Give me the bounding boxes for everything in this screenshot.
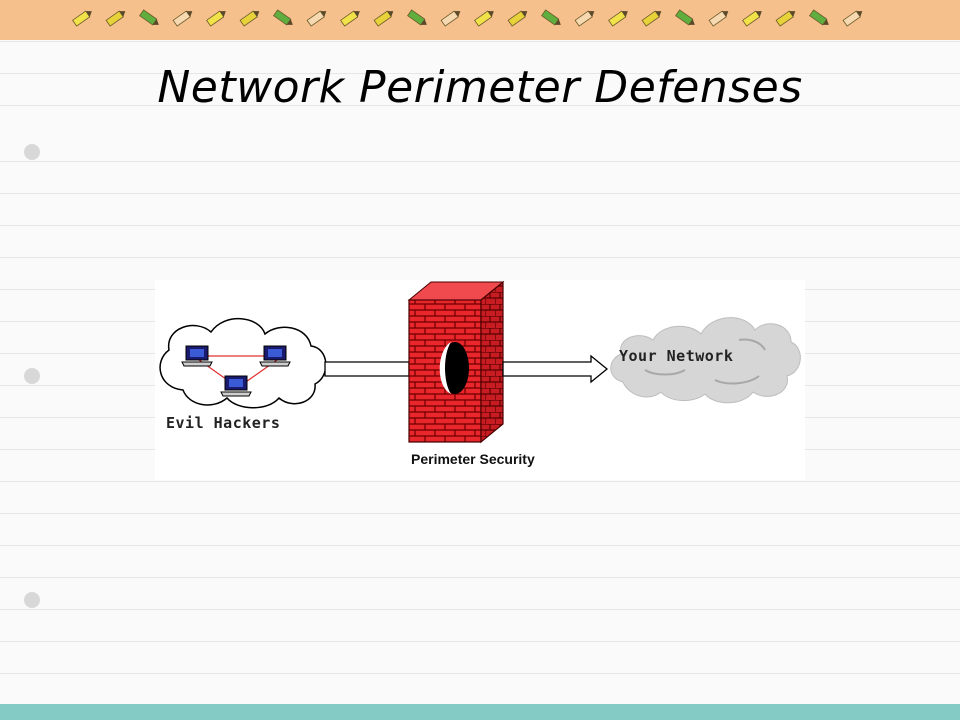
- slide-title: Network Perimeter Defenses: [157, 62, 803, 113]
- attack-arrow-icon: [324, 361, 410, 377]
- network-cloud-icon: [610, 317, 801, 404]
- laptop-icon: [181, 345, 213, 367]
- pencil-icon: [340, 10, 360, 27]
- top-banner: [0, 0, 960, 40]
- pencil-icon: [507, 10, 528, 27]
- pencil-icon: [608, 10, 628, 27]
- hackers-label: Evil Hackers: [166, 414, 280, 432]
- pencil-icon: [775, 10, 796, 27]
- pencil-icon: [742, 10, 762, 27]
- binder-hole-icon: [24, 592, 40, 608]
- pencil-icon: [574, 10, 595, 27]
- network-arrow-icon: [502, 354, 609, 384]
- pencil-icon: [72, 10, 92, 27]
- binder-hole-icon: [24, 144, 40, 160]
- network-diagram: Evil Hackers Perimeter Security Your Net…: [155, 280, 805, 480]
- firewall-label: Perimeter Security: [411, 451, 535, 467]
- pencil-row: [72, 9, 863, 27]
- binder-hole-icon: [24, 368, 40, 384]
- pencil-icon: [306, 10, 327, 27]
- pencil-icon: [809, 9, 829, 26]
- hackers-cloud-icon: [159, 317, 327, 409]
- pencil-icon: [842, 10, 863, 27]
- pencil-icon: [239, 10, 260, 27]
- pencil-icon: [541, 9, 561, 26]
- pencil-icon: [474, 10, 494, 27]
- pencil-icon: [273, 9, 293, 26]
- pencil-icon: [675, 9, 695, 26]
- firewall-icon: [407, 280, 505, 444]
- laptop-icon: [220, 375, 252, 397]
- diagram-canvas: Evil Hackers Perimeter Security Your Net…: [159, 280, 801, 467]
- laptop-icon: [259, 345, 291, 367]
- bottom-bar: [0, 704, 960, 720]
- pencil-icon: [641, 10, 662, 27]
- pencil-icon: [206, 10, 226, 27]
- pencil-icon: [373, 10, 394, 27]
- pencil-icon: [440, 10, 461, 27]
- pencil-icon: [708, 10, 729, 27]
- pencil-icon: [139, 9, 159, 26]
- pencil-icon: [172, 10, 193, 27]
- pencil-icon: [105, 10, 126, 27]
- pencil-icon: [407, 9, 427, 26]
- network-label: Your Network: [619, 347, 733, 365]
